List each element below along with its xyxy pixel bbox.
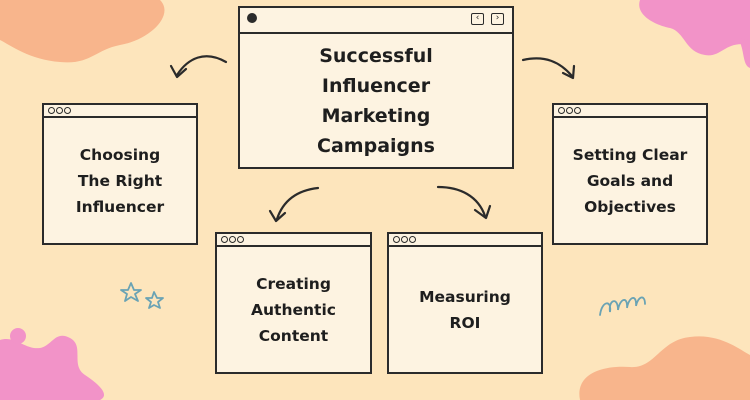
node-label-line: Creating <box>256 274 331 293</box>
main-title: Successful Influencer Marketing Campaign… <box>240 34 512 167</box>
window-titlebar: ‹ › <box>240 8 512 34</box>
node-creating-content: Creating Authentic Content <box>215 232 372 374</box>
window-dot-icon <box>64 107 71 114</box>
node-label-line: Setting Clear <box>572 145 688 164</box>
window-dot-icon <box>48 107 55 114</box>
node-label-line: Measuring <box>419 287 511 306</box>
node-label: Creating Authentic Content <box>217 247 370 372</box>
arrow-to-authentic <box>275 186 320 221</box>
window-dot-icon <box>221 236 228 243</box>
window-dot-icon <box>409 236 416 243</box>
node-setting-goals: Setting Clear Goals and Objectives <box>552 103 708 245</box>
title-line-4: Campaigns <box>317 134 435 157</box>
orange-blob-top-left <box>0 0 165 63</box>
chevron-right-icon: › <box>491 13 504 25</box>
pink-blob-top-right <box>639 0 750 68</box>
window-dot-icon <box>401 236 408 243</box>
arrow-to-roi <box>436 185 487 218</box>
node-measuring-roi: Measuring ROI <box>387 232 543 374</box>
window-dot-icon <box>247 13 257 23</box>
node-label-line: The Right <box>77 171 163 190</box>
node-label: Choosing The Right Influencer <box>44 118 196 243</box>
title-line-3: Marketing <box>321 104 431 127</box>
title-line-1: Successful <box>319 44 433 67</box>
node-label: Setting Clear Goals and Objectives <box>554 118 706 243</box>
arrow-to-goals <box>521 57 574 78</box>
window-titlebar <box>389 234 541 247</box>
arrow-to-choosing <box>175 55 228 77</box>
pink-blob-bottom-left <box>0 328 105 400</box>
node-label-line: ROI <box>449 313 481 332</box>
window-dot-icon <box>574 107 581 114</box>
star-icon <box>120 282 142 302</box>
chevron-left-icon: ‹ <box>471 13 484 25</box>
window-dot-icon <box>558 107 565 114</box>
star-icon <box>145 291 164 309</box>
window-dot-icon <box>566 107 573 114</box>
node-label-line: Authentic <box>251 300 336 319</box>
window-dot-icon <box>393 236 400 243</box>
window-titlebar <box>554 105 706 118</box>
node-label-line: Choosing <box>79 145 161 164</box>
node-label-line: Objectives <box>584 197 676 216</box>
window-dot-icon <box>237 236 244 243</box>
window-dot-icon <box>229 236 236 243</box>
node-label-line: Goals and <box>586 171 674 190</box>
title-line-2: Influencer <box>321 74 431 97</box>
node-label-line: Content <box>258 326 329 345</box>
main-title-window: ‹ › Successful Influencer Marketing Camp… <box>238 6 514 169</box>
orange-blob-bottom-right <box>579 336 750 400</box>
window-titlebar <box>217 234 370 247</box>
node-label-line: Influencer <box>75 197 165 216</box>
window-dot-icon <box>56 107 63 114</box>
node-choosing-influencer: Choosing The Right Influencer <box>42 103 198 245</box>
window-titlebar <box>44 105 196 118</box>
node-label: Measuring ROI <box>389 247 541 372</box>
